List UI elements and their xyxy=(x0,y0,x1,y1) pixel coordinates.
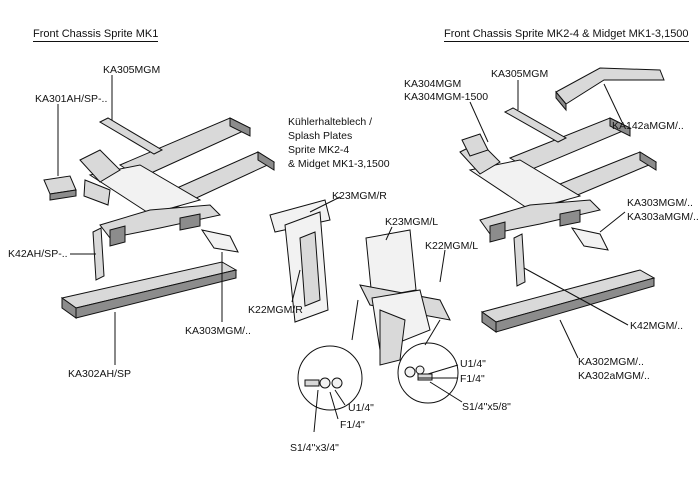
header-left: Front Chassis Sprite MK1 xyxy=(33,28,159,42)
splash-title-line4: & Midget MK1-3,1500 xyxy=(288,158,390,170)
label-ka303amgm: KA303aMGM/.. xyxy=(627,211,699,223)
left-fastener-detail xyxy=(297,299,363,411)
label-ka301ah: KA301AH/SP-.. xyxy=(35,93,108,105)
label-ka304mgm: KA304MGM xyxy=(404,78,462,90)
k42ah-strip xyxy=(92,227,105,281)
label-k23mgm-l: K23MGM/L xyxy=(385,216,439,228)
ka305mgm-right-bar xyxy=(503,107,568,143)
label-k22mgm-r: K22MGM/R xyxy=(248,304,303,316)
right-chassis-assembly xyxy=(459,117,658,243)
label-ka302mgm: KA302MGM/.. xyxy=(578,356,644,368)
label-k22mgm-l: K22MGM/L xyxy=(425,240,479,252)
label-k42ah: K42AH/SP-.. xyxy=(8,248,68,260)
splash-title-line2: Splash Plates xyxy=(288,130,353,142)
label-ka302amgm: KA302aMGM/.. xyxy=(578,370,650,382)
label-ka303mgm-right: KA303MGM/.. xyxy=(627,197,693,209)
ka301ah-bracket xyxy=(43,175,77,201)
ka142amgm-bracket xyxy=(555,67,665,112)
label-ka305mgm-right: KA305MGM xyxy=(491,68,549,80)
k23mgm-r-plate xyxy=(269,199,331,323)
label-ka305mgm-left: KA305MGM xyxy=(103,64,161,76)
label-ka302ah: KA302AH/SP xyxy=(68,368,132,380)
label-ka142amgm: KA142aMGM/.. xyxy=(612,120,684,132)
ka303mgm-left-plate xyxy=(200,229,239,253)
leader-lines xyxy=(57,75,629,433)
header-right: Front Chassis Sprite MK2-4 & Midget MK1-… xyxy=(444,28,689,42)
ka302mgm-rail xyxy=(480,269,656,333)
ka304mgm-bracket xyxy=(461,133,489,157)
right-fastener-detail xyxy=(397,319,459,404)
label-u14-left: U1/4" xyxy=(348,402,374,414)
splash-title-line1: Kühlerhalteblech / xyxy=(288,116,373,128)
label-s14x34: S1/4"x3/4" xyxy=(290,442,339,454)
label-f14-left: F1/4" xyxy=(340,419,365,431)
label-ka304mgm-1500: KA304MGM-1500 xyxy=(404,91,489,103)
label-s14x58: S1/4"x5/8" xyxy=(462,401,511,413)
ka303mgm-right-plate xyxy=(570,227,609,251)
label-u14-right: U1/4" xyxy=(460,358,486,370)
left-chassis-assembly xyxy=(79,117,276,247)
label-k42mgm: K42MGM/.. xyxy=(630,320,684,332)
k42mgm-strip xyxy=(513,233,526,287)
k23mgm-l-plate xyxy=(359,229,451,366)
ka305mgm-left-bar xyxy=(98,117,164,155)
ka302ah-rail xyxy=(60,261,238,319)
label-f14-right: F1/4" xyxy=(460,373,485,385)
label-k23mgm-r: K23MGM/R xyxy=(332,190,387,202)
label-ka303mgm-left: KA303MGM/.. xyxy=(185,325,251,337)
splash-title-line3: Sprite MK2-4 xyxy=(288,144,350,156)
